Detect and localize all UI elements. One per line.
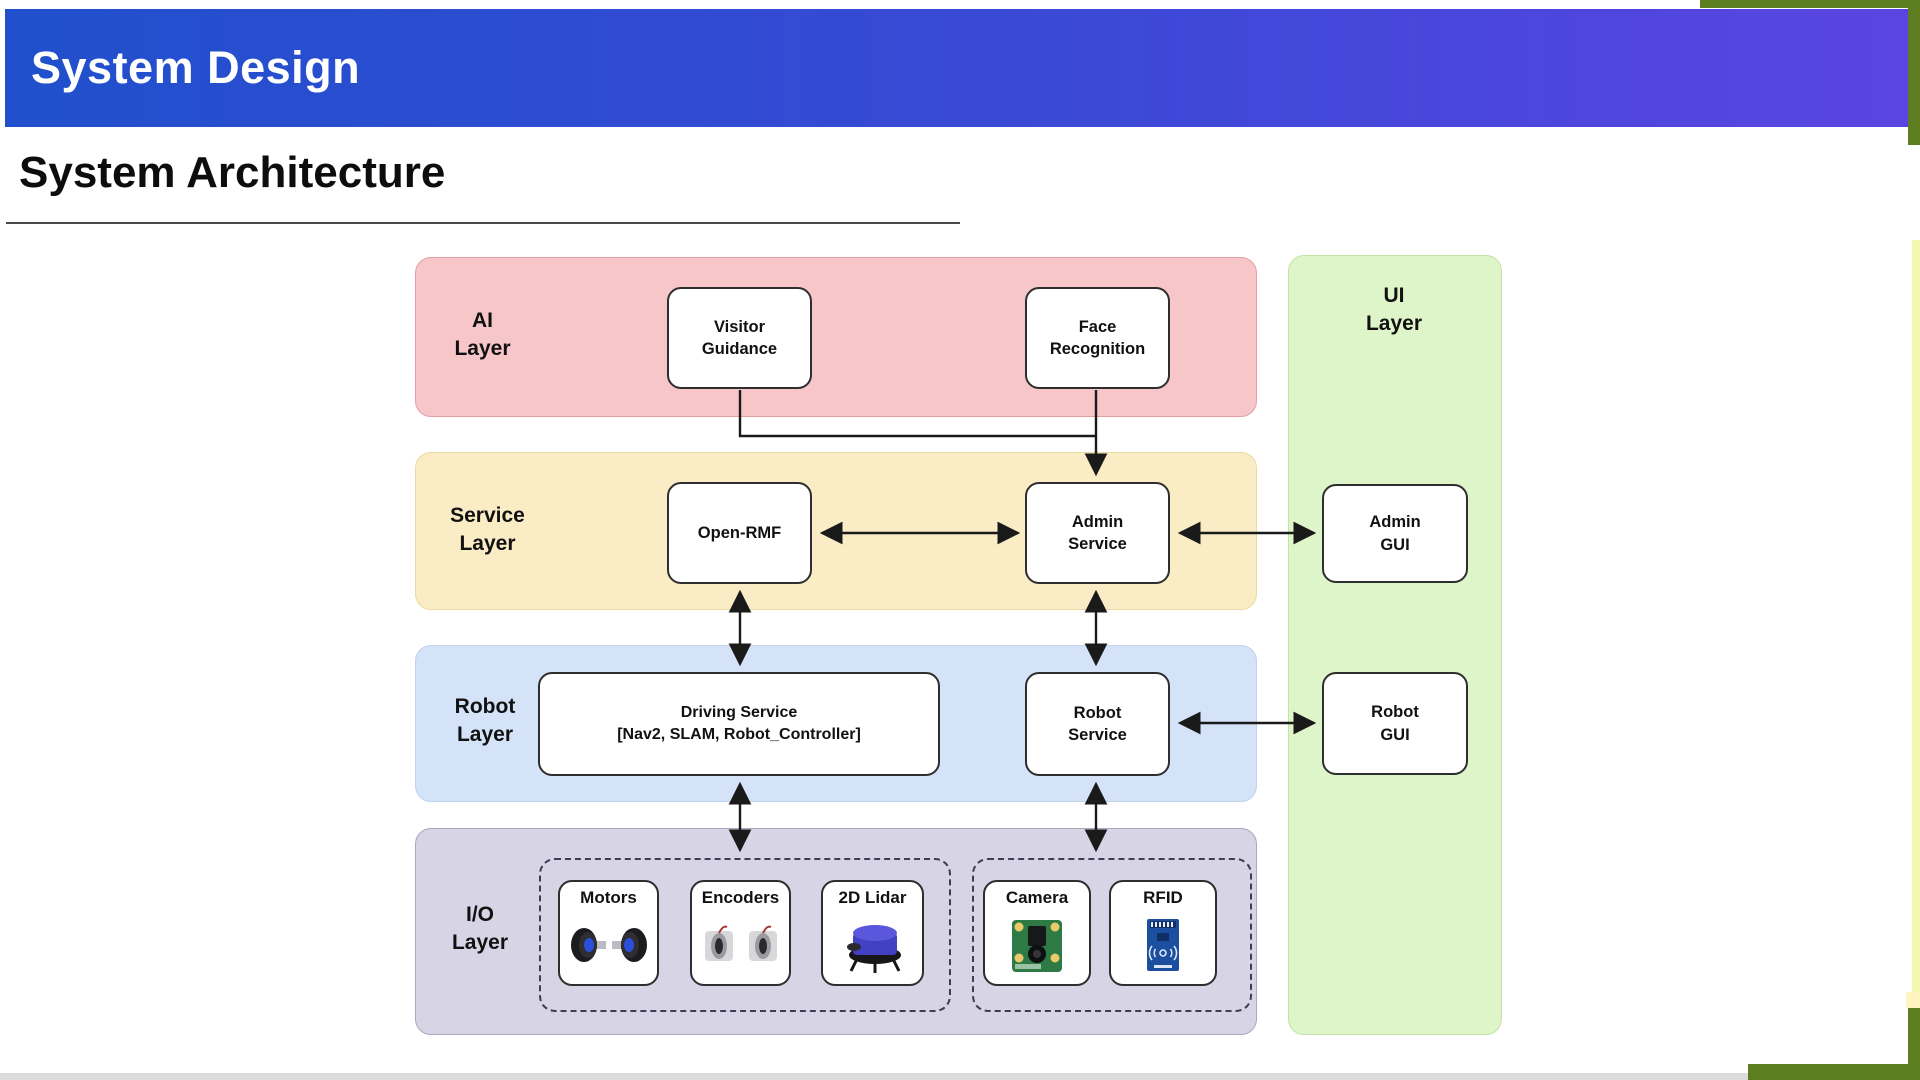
ai-layer-label: AI Layer <box>454 309 511 361</box>
service-layer-label: Service Layer <box>450 504 525 556</box>
bottom-gray-strip <box>0 1073 1920 1080</box>
node-robot-service: Robot Service <box>1025 672 1170 776</box>
background-window-edge-right-bottom <box>1908 1008 1920 1080</box>
io-card-encoders: Encoders <box>690 880 791 986</box>
background-window-edge-right <box>1912 240 1920 992</box>
section-heading: System Architecture <box>19 148 446 197</box>
ui-layer-band <box>1288 255 1502 1035</box>
io-layer-label: I/O Layer <box>451 903 509 955</box>
camera-icon <box>995 908 1079 984</box>
background-window-edge-right-top <box>1908 0 1920 145</box>
background-window-spot <box>1906 992 1920 1008</box>
node-driving-service: Driving Service [Nav2, SLAM, Robot_Contr… <box>538 672 940 776</box>
rfid-icon <box>1121 908 1205 984</box>
node-open-rmf: Open-RMF <box>667 482 812 584</box>
encoders-label: Encoders <box>701 888 780 907</box>
lidar-icon <box>831 908 915 984</box>
lidar-label: 2D Lidar <box>838 888 907 907</box>
io-card-motors: Motors <box>558 880 659 986</box>
io-card-camera: Camera <box>983 880 1091 986</box>
io-card-lidar: 2D Lidar <box>821 880 924 986</box>
node-robot-gui: Robot GUI <box>1322 672 1468 775</box>
node-face-recognition: Face Recognition <box>1025 287 1170 389</box>
slide-header-bar: System Design <box>5 9 1908 127</box>
rfid-label: RFID <box>1143 888 1183 907</box>
io-sensor-group <box>972 858 1252 1012</box>
slide-title: System Design <box>31 42 361 93</box>
io-card-rfid: RFID <box>1109 880 1217 986</box>
background-window-edge-bottom <box>1748 1064 1920 1080</box>
node-admin-service: Admin Service <box>1025 482 1170 584</box>
motors-icon <box>567 908 651 984</box>
background-window-edge-top <box>1700 0 1920 8</box>
encoders-icon <box>699 908 783 984</box>
section-heading-underline <box>6 222 960 224</box>
node-visitor-guidance: Visitor Guidance <box>667 287 812 389</box>
camera-label: Camera <box>1005 888 1069 907</box>
robot-layer-label: Robot Layer <box>454 695 516 747</box>
io-actuator-group <box>539 858 951 1012</box>
ui-layer-label: UI Layer <box>1365 284 1423 336</box>
node-admin-gui: Admin GUI <box>1322 484 1468 583</box>
motors-label: Motors <box>580 888 637 907</box>
